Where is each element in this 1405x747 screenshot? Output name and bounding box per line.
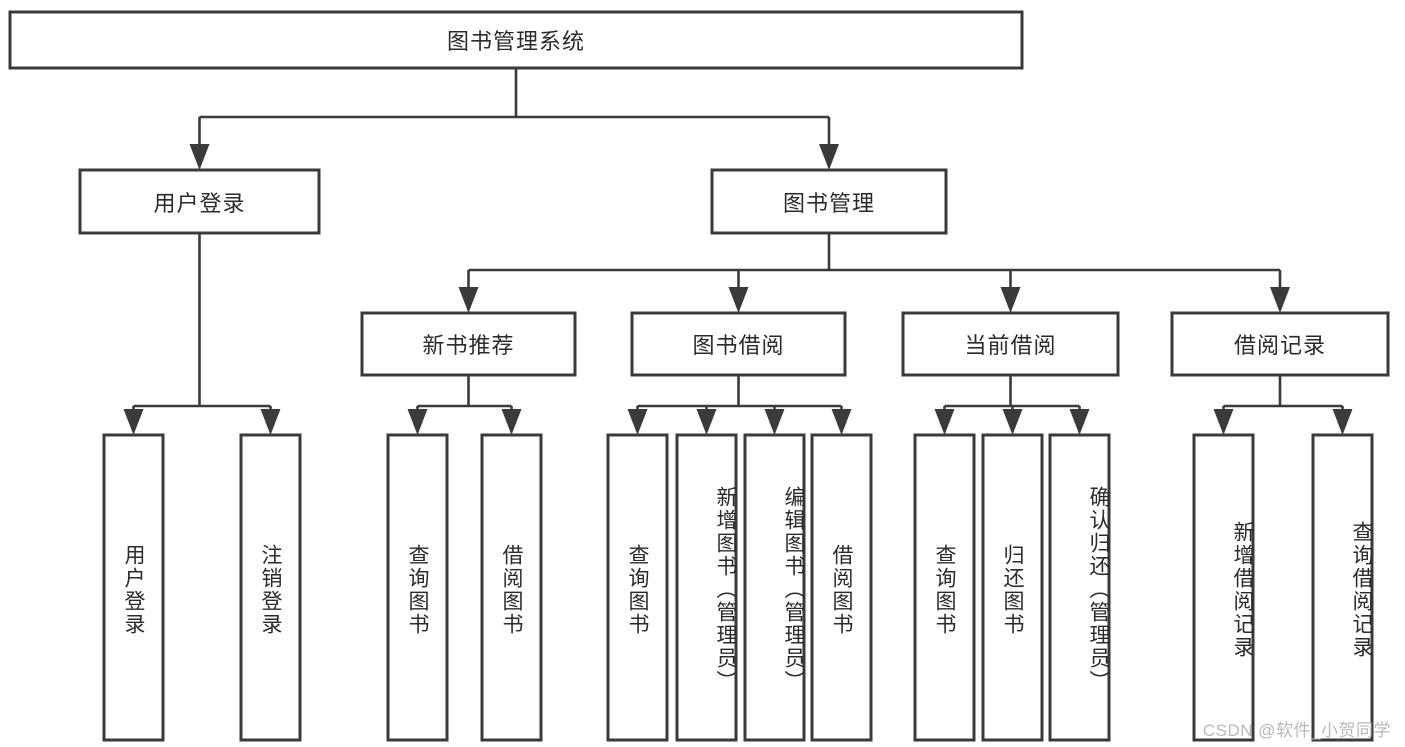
node-current-borrow[interactable] [901, 311, 1120, 377]
edge-book-borrow-to-leaf-add-book-arrowhead [696, 409, 717, 435]
node-leaf-return-book[interactable] [981, 433, 1044, 742]
node-book-borrow[interactable] [630, 311, 847, 377]
node-label-leaf-logout-login: 注销登录 [259, 543, 282, 636]
node-label-borrow-record: 借阅记录 [1233, 333, 1326, 358]
node-label-leaf-return-book: 归还图书 [1001, 543, 1024, 636]
edge-book-manage-to-book-borrow-arrowhead [728, 287, 749, 313]
node-label-leaf-user-login: 用户登录 [122, 543, 145, 636]
edge-book-manage-to-current-borrow-arrowhead [1000, 287, 1021, 313]
node-label-leaf-edit-book: 编辑图书（管理员） [782, 486, 805, 693]
edge-current-borrow-to-leaf-query-book-3-arrowhead [934, 409, 955, 435]
edge-root-to-book-manage-arrowhead [819, 144, 839, 170]
node-label-book-manage: 图书管理 [782, 190, 875, 216]
node-book-manage[interactable] [710, 168, 948, 235]
node-new-book-recommend[interactable] [360, 311, 577, 377]
edge-current-borrow-to-leaf-return-book-arrowhead [1002, 409, 1023, 435]
boxes-layer [8, 10, 1390, 742]
node-label-leaf-add-book: 新增图书（管理员） [714, 486, 737, 693]
node-label-user-login: 用户登录 [153, 190, 246, 216]
node-leaf-borrow-book-2[interactable] [810, 433, 873, 742]
edge-borrow-record-to-leaf-query-borrow-record-arrowhead [1332, 409, 1353, 435]
node-leaf-confirm-return[interactable] [1048, 433, 1111, 742]
node-label-book-borrow: 图书借阅 [692, 333, 785, 358]
connectors-layer [123, 68, 1353, 435]
node-label-leaf-query-book-3: 查询图书 [933, 543, 956, 636]
edge-book-manage-to-new-book-recommend-arrowhead [458, 287, 479, 313]
node-leaf-query-book-3[interactable] [913, 433, 976, 742]
edge-current-borrow-to-leaf-confirm-return-arrowhead [1069, 409, 1090, 435]
node-user-login[interactable] [78, 168, 321, 235]
node-leaf-edit-book[interactable] [743, 433, 806, 742]
node-leaf-user-login[interactable] [102, 433, 165, 742]
node-borrow-record[interactable] [1170, 311, 1390, 377]
edge-book-borrow-to-leaf-query-book-2-arrowhead [627, 409, 648, 435]
node-leaf-add-book[interactable] [675, 433, 738, 742]
node-leaf-query-book-2[interactable] [606, 433, 669, 742]
node-label-current-borrow: 当前借阅 [964, 333, 1057, 358]
node-leaf-query-borrow-record[interactable] [1311, 433, 1374, 742]
node-leaf-logout-login[interactable] [239, 433, 302, 742]
node-label-leaf-query-book-1: 查询图书 [406, 543, 429, 636]
edge-new-book-recommend-to-leaf-query-book-1-arrowhead [407, 409, 428, 435]
node-label-leaf-confirm-return: 确认归还（管理员） [1087, 486, 1110, 693]
node-label-leaf-add-borrow-record: 新增借阅记录 [1231, 520, 1254, 659]
node-label-root: 图书管理系统 [446, 29, 585, 54]
edge-book-manage-to-borrow-record-arrowhead [1270, 287, 1290, 313]
node-leaf-add-borrow-record[interactable] [1192, 433, 1255, 742]
node-leaf-query-book-1[interactable] [386, 433, 449, 742]
node-label-leaf-borrow-book-1: 借阅图书 [500, 543, 523, 636]
edge-user-login-to-leaf-logout-login-arrowhead [260, 409, 281, 435]
edge-book-borrow-to-leaf-borrow-book-2-arrowhead [831, 409, 852, 435]
node-label-leaf-query-book-2: 查询图书 [626, 543, 649, 636]
edge-root-to-user-login-arrowhead [189, 144, 210, 170]
node-label-leaf-borrow-book-2: 借阅图书 [830, 543, 853, 636]
edge-user-login-to-leaf-user-login-arrowhead [123, 409, 144, 435]
edge-new-book-recommend-to-leaf-borrow-book-1-arrowhead [501, 409, 522, 435]
node-label-leaf-query-borrow-record: 查询借阅记录 [1350, 520, 1373, 659]
node-label-new-book-recommend: 新书推荐 [422, 333, 515, 358]
edge-borrow-record-to-leaf-add-borrow-record-arrowhead [1213, 409, 1234, 435]
node-leaf-borrow-book-1[interactable] [480, 433, 543, 742]
node-root[interactable] [8, 10, 1024, 70]
edge-book-borrow-to-leaf-edit-book-arrowhead [764, 409, 785, 435]
